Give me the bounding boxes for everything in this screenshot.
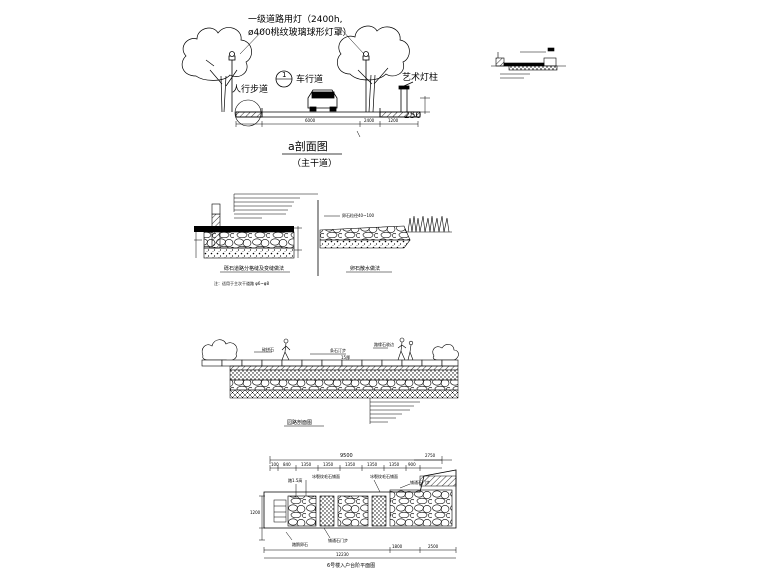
section-a: 一级道路用灯（2400h, ø400桃纹玻璃球形灯罩） 1 车行道 人行步道 bbox=[181, 13, 438, 169]
plan-dim-top-4: 1350 bbox=[345, 462, 356, 467]
plan-bottom-dims bbox=[263, 547, 457, 559]
detail-circle bbox=[234, 99, 262, 127]
park-label-edge-dim: 15厚 bbox=[341, 355, 350, 360]
park-label-edge: 路缘石收边 bbox=[374, 341, 394, 347]
plan-caption: 6号楼入户台阶平面图 bbox=[327, 562, 375, 569]
section-a-dims bbox=[235, 121, 419, 138]
tree-right-icon bbox=[336, 25, 410, 113]
plan-dim-lines bbox=[269, 456, 452, 471]
plan-side-dim bbox=[259, 495, 265, 541]
paving-layer bbox=[194, 226, 294, 232]
grass-icon bbox=[406, 215, 452, 233]
plan-dim-top-1: 840 bbox=[283, 462, 291, 467]
roadway-label: 车行道 bbox=[296, 73, 323, 85]
plan-dim-side: 1200 bbox=[250, 510, 261, 515]
car-icon bbox=[307, 89, 338, 112]
tree-left-icon bbox=[181, 27, 252, 113]
entry-plan: 9500 2750 100 840 1350 1350 1350 1350 13… bbox=[250, 453, 457, 569]
plan-label-e: 铺通石门步 bbox=[328, 537, 348, 543]
detail-left-subcaption: 注：适用于主次干道路 φ6~φ8 bbox=[214, 280, 269, 286]
elevation-dim bbox=[420, 96, 430, 114]
plan-strip-1 bbox=[319, 495, 335, 527]
park-label-paving: 碎拼石 bbox=[262, 346, 274, 352]
curb-stone bbox=[211, 213, 221, 249]
plan-dims-top: 100 840 1350 1350 1350 1350 1350 900 bbox=[271, 462, 416, 467]
shrub-right-icon bbox=[432, 344, 459, 361]
park-label-step: 条石汀步 bbox=[330, 347, 346, 353]
plan-dim-bottom-a: 1800 bbox=[392, 544, 403, 549]
detail-right: 卵石粒径40~100 卵石散水做法 bbox=[319, 212, 452, 273]
plan-strip-2 bbox=[371, 495, 387, 527]
lamp-note-line1: 一级道路用灯（2400h, bbox=[248, 13, 342, 25]
detail-left: 砾石道路分格缝及变缝做法 注：适用于主次干道路 φ6~φ8 bbox=[194, 193, 318, 286]
plan-dim-right: 2750 bbox=[425, 453, 436, 458]
plan-dim-top-7: 900 bbox=[408, 462, 416, 467]
plan-dim-top-2: 1350 bbox=[301, 462, 312, 467]
plan-label-step: 踏1.5高 bbox=[288, 477, 302, 483]
sidewalk-label: 人行步道 bbox=[232, 83, 268, 95]
plan-paver-2 bbox=[337, 495, 369, 527]
dim-2400: 2400 bbox=[364, 118, 375, 123]
plan-dim-top-3: 1350 bbox=[323, 462, 334, 467]
plan-dim-bottom-total: 12230 bbox=[336, 552, 349, 557]
dim-6000: 6000 bbox=[305, 118, 316, 123]
plan-step-grid bbox=[273, 499, 287, 523]
street-lamp-right-icon bbox=[362, 51, 370, 112]
lamp-note-line2: ø400桃纹玻璃球形灯罩） bbox=[248, 26, 352, 38]
plan-paver-3 bbox=[389, 489, 453, 527]
detail-right-caption: 卵石散水做法 bbox=[350, 265, 380, 272]
people-right-icon bbox=[397, 337, 414, 361]
detail-callout: 1 bbox=[275, 70, 293, 88]
small-detail bbox=[491, 47, 566, 79]
art-pillar-label: 艺术灯柱 bbox=[402, 71, 438, 83]
dim-1200: 1200 bbox=[388, 118, 399, 123]
plan-hatched-strip bbox=[419, 475, 457, 487]
plan-dim-top-5: 1350 bbox=[367, 462, 378, 467]
elevation-mark: 250 bbox=[404, 111, 421, 121]
art-pillar-icon bbox=[398, 81, 414, 113]
plan-label-a: 冰裂纹毛石铺面 bbox=[312, 473, 340, 479]
road-ground bbox=[235, 108, 421, 118]
person-left-icon bbox=[281, 338, 291, 361]
pebble-layer bbox=[319, 225, 411, 241]
plan-label-c: 铺通石门步 bbox=[410, 479, 430, 485]
plan-label-d: 踏鹅卵石 bbox=[292, 541, 308, 547]
park-subgrade-layer bbox=[229, 389, 459, 399]
plan-dim-top-6: 1350 bbox=[389, 462, 400, 467]
park-stone-layer bbox=[229, 379, 459, 391]
section-a-subtitle: （主干道） bbox=[292, 157, 337, 169]
shrub-left-icon bbox=[201, 339, 238, 361]
plan-dim-bottom-b: 2500 bbox=[428, 544, 439, 549]
park-concrete-layer bbox=[229, 369, 459, 381]
street-lamp-left-icon bbox=[228, 51, 236, 112]
gravel-layer bbox=[203, 247, 295, 259]
detail-left-caption: 砾石道路分格缝及变缝做法 bbox=[224, 265, 284, 272]
section-a-title: a剖面图 bbox=[288, 139, 328, 153]
detail-right-note: 卵石粒径40~100 bbox=[342, 212, 375, 218]
plan-paver-1 bbox=[287, 495, 317, 527]
plan-label-b: 冰裂纹毛石铺面 bbox=[370, 473, 398, 479]
park-section: 碎拼石 条石汀步 15厚 路缘石收边 园路剖面图 bbox=[201, 337, 459, 427]
callout-number: 1 bbox=[282, 71, 286, 79]
paving-blocks bbox=[201, 359, 459, 367]
plan-dim-total: 9500 bbox=[340, 453, 353, 459]
park-section-caption: 园路剖面图 bbox=[287, 419, 312, 426]
plan-dim-top-0: 100 bbox=[271, 462, 279, 467]
